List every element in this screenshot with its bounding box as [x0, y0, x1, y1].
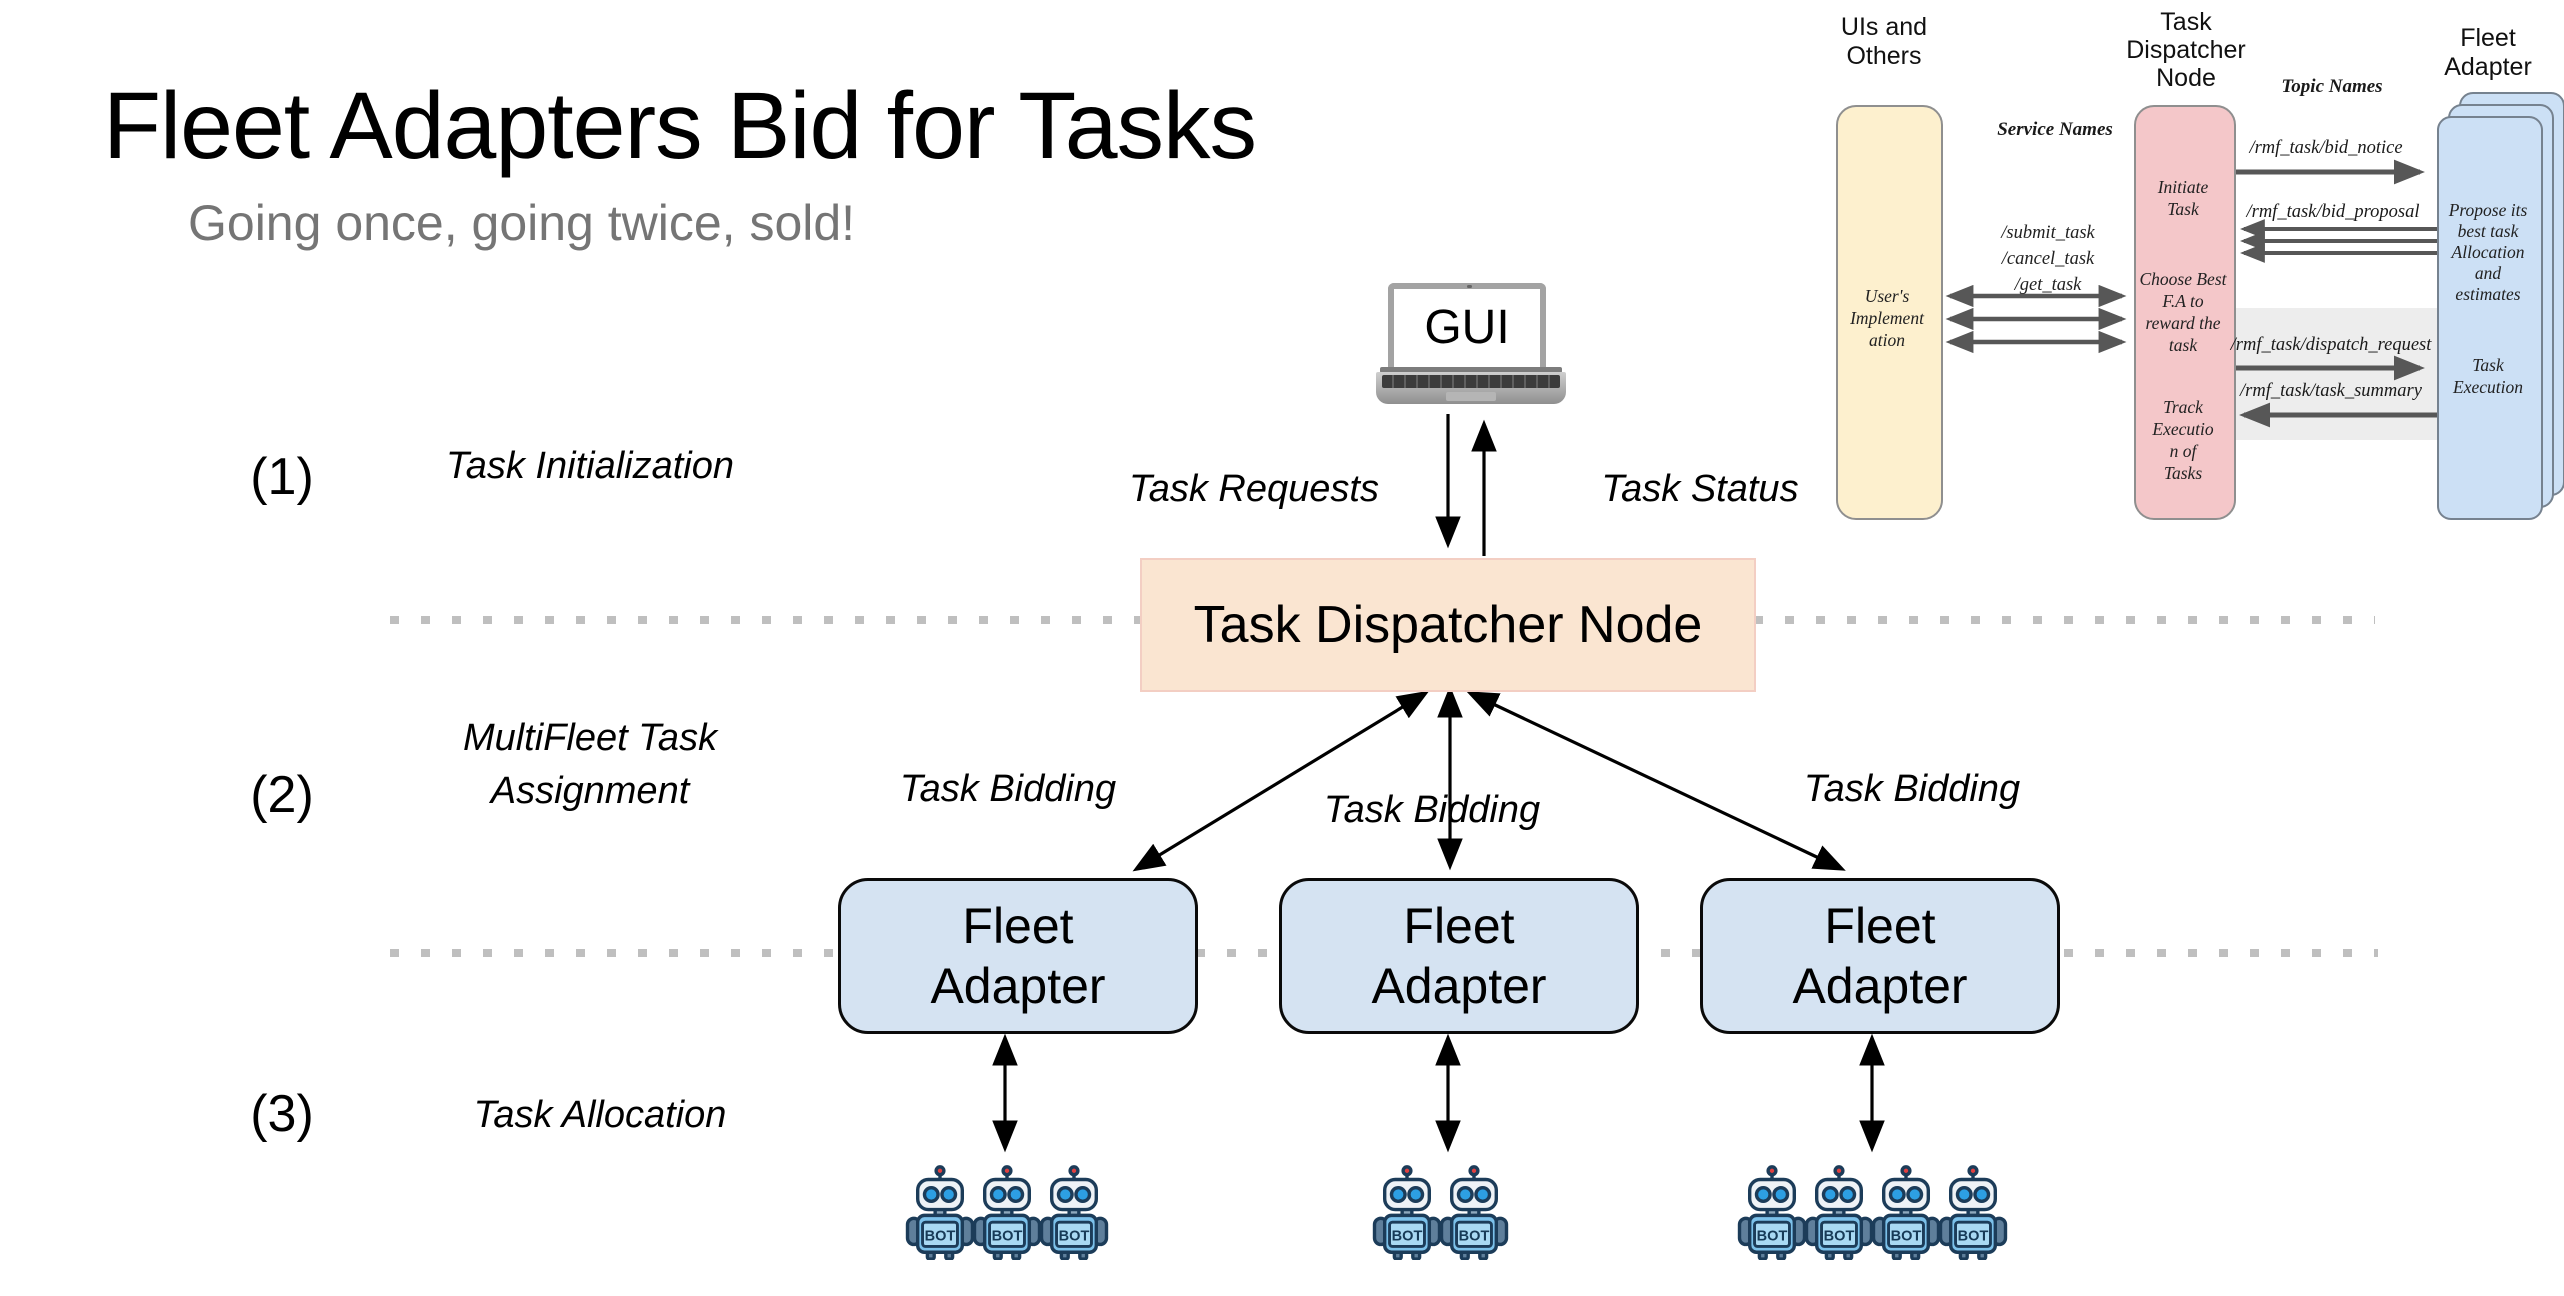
mini-service-names-label: Service Names [1997, 119, 2113, 140]
task-bidding-label-1: Task Bidding [899, 768, 1117, 810]
gui-label: GUI [1424, 301, 1510, 354]
robot-icon: BOT [1938, 1165, 2008, 1260]
mini-topic-bid-notice: /rmf_task/bid_notice [2249, 138, 2403, 158]
task-status-label: Task Status [1601, 468, 1799, 510]
mini-uis-box [1836, 105, 1943, 520]
laptop-screen: GUI [1388, 283, 1546, 372]
robot-icon: BOT [1439, 1165, 1509, 1260]
task-dispatcher-node-label: Task Dispatcher Node [1193, 596, 1703, 654]
mini-fleet-box-front [2437, 116, 2543, 520]
mini-initiate-task-text: Initiate Task [2157, 177, 2209, 219]
mini-propose-text: Propose its best task Allocation and est… [2448, 200, 2528, 304]
robot-bot-label: BOT [992, 1229, 1023, 1245]
mini-service-list: /submit_task /cancel_task /get_task [2001, 223, 2095, 295]
mini-dispatcher-box [2134, 105, 2236, 520]
robot-icon: BOT [905, 1165, 975, 1260]
robot-group-2: BOT BOT [1372, 1163, 1509, 1260]
step-1-number: (1) [250, 448, 314, 506]
step-2-label: MultiFleet Task Assignment [462, 717, 718, 812]
step-3-number: (3) [250, 1085, 314, 1143]
page-title: Fleet Adapters Bid for Tasks [103, 73, 1257, 179]
mini-uis-header: UIs and Others [1840, 13, 1928, 70]
mini-dispatcher-header: Task Dispatcher Node [2126, 8, 2246, 92]
mini-track-execution-text: Track Executio n of Tasks [2152, 397, 2214, 483]
robot-bot-label: BOT [1757, 1229, 1788, 1245]
robot-group-1: BOT BOT BOT [905, 1163, 1109, 1260]
mini-topic-task-summary: /rmf_task/task_summary [2240, 381, 2422, 401]
robot-bot-label: BOT [1059, 1229, 1090, 1245]
mini-fleet-header: Fleet Adapter [2444, 24, 2532, 81]
mini-choose-best-text: Choose Best F.A to reward the task [2139, 269, 2227, 355]
mini-task-execution-text: Task Execution [2453, 355, 2523, 397]
mini-topic-dispatch-request: /rmf_task/dispatch_request [2230, 335, 2432, 355]
mini-topic-names-label: Topic Names [2281, 76, 2383, 97]
task-allocation-arrows [992, 1033, 1885, 1153]
robot-bot-label: BOT [1459, 1229, 1490, 1245]
step-2-number: (2) [250, 766, 314, 824]
robot-bot-label: BOT [1392, 1229, 1423, 1245]
mini-gray-band [2228, 308, 2454, 440]
task-dispatcher-node-box: Task Dispatcher Node [1140, 558, 1756, 692]
step-1-label: Task Initialization [446, 445, 734, 487]
task-bidding-arrows [1132, 685, 1846, 872]
gui-laptop: GUI [1376, 283, 1566, 409]
robot-icon: BOT [1871, 1165, 1941, 1260]
robot-icon: BOT [1737, 1165, 1807, 1260]
robot-icon: BOT [1804, 1165, 1874, 1260]
robot-group-3: BOT BOT BOT BOT [1737, 1163, 2008, 1260]
robot-bot-label: BOT [1891, 1229, 1922, 1245]
robot-icon: BOT [1372, 1165, 1442, 1260]
laptop-keyboard [1376, 372, 1566, 404]
robot-bot-label: BOT [925, 1229, 956, 1245]
robot-icon: BOT [1039, 1165, 1109, 1260]
mini-uis-box-text: User's Implement ation [1850, 286, 1924, 350]
task-requests-label: Task Requests [1129, 468, 1379, 510]
robot-icon: BOT [972, 1165, 1042, 1260]
fleet-adapter-box-1: Fleet Adapter [838, 878, 1198, 1034]
laptop-hinge [1380, 367, 1562, 373]
task-bidding-label-3: Task Bidding [1803, 768, 2021, 810]
fleet-adapter-box-2: Fleet Adapter [1279, 878, 1639, 1034]
mini-topic-bid-proposal: /rmf_task/bid_proposal [2246, 202, 2420, 222]
page-subtitle: Going once, going twice, sold! [188, 195, 856, 251]
step-3-label: Task Allocation [473, 1094, 727, 1136]
gui-dispatcher-arrows [1435, 414, 1497, 556]
robot-bot-label: BOT [1824, 1229, 1855, 1245]
robot-bot-label: BOT [1958, 1229, 1989, 1245]
fleet-adapter-box-3: Fleet Adapter [1700, 878, 2060, 1034]
task-bidding-label-2: Task Bidding [1323, 789, 1541, 831]
